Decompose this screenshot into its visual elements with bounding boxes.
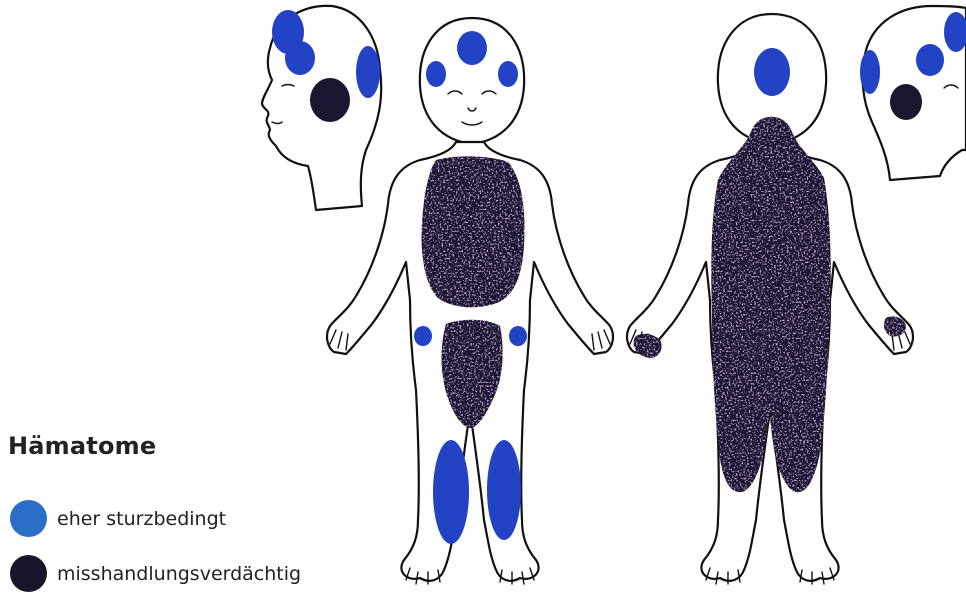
legend-item-accidental: eher sturzbedingt <box>10 500 226 537</box>
bruise-suspicious-back <box>711 117 831 492</box>
legend-label-accidental: eher sturzbedingt <box>57 508 226 530</box>
legend-title: Hämatome <box>8 432 156 460</box>
bruise-accidental-hip-right <box>414 326 432 346</box>
bruise-accidental-temple-right-front <box>426 61 446 87</box>
legend-label-suspicious: misshandlungsverdächtig <box>57 563 301 585</box>
bruise-suspicious-cheek-left <box>310 78 350 122</box>
bruise-suspicious-torso <box>422 156 525 307</box>
legend-swatch-black <box>10 555 47 592</box>
bruise-accidental-occiput-back <box>754 48 790 96</box>
bruise-accidental-temple-left <box>285 41 315 75</box>
bruise-accidental-occiput-left <box>356 46 380 98</box>
bruise-accidental-temple-left-front <box>498 61 518 87</box>
bruise-accidental-forehead-front <box>457 31 487 65</box>
bruise-suspicious-cheek-right <box>890 84 922 120</box>
bruise-accidental-temple-right <box>916 44 944 76</box>
bruise-accidental-shin-left <box>487 440 521 540</box>
legend-item-suspicious: misshandlungsverdächtig <box>10 555 301 592</box>
bruise-accidental-occiput-right <box>860 50 880 94</box>
bruise-accidental-hip-left <box>509 326 527 346</box>
bruise-accidental-shin-right <box>433 440 469 544</box>
legend-swatch-blue <box>10 500 47 537</box>
profile-head-right <box>860 6 966 180</box>
profile-head-left <box>262 6 381 210</box>
